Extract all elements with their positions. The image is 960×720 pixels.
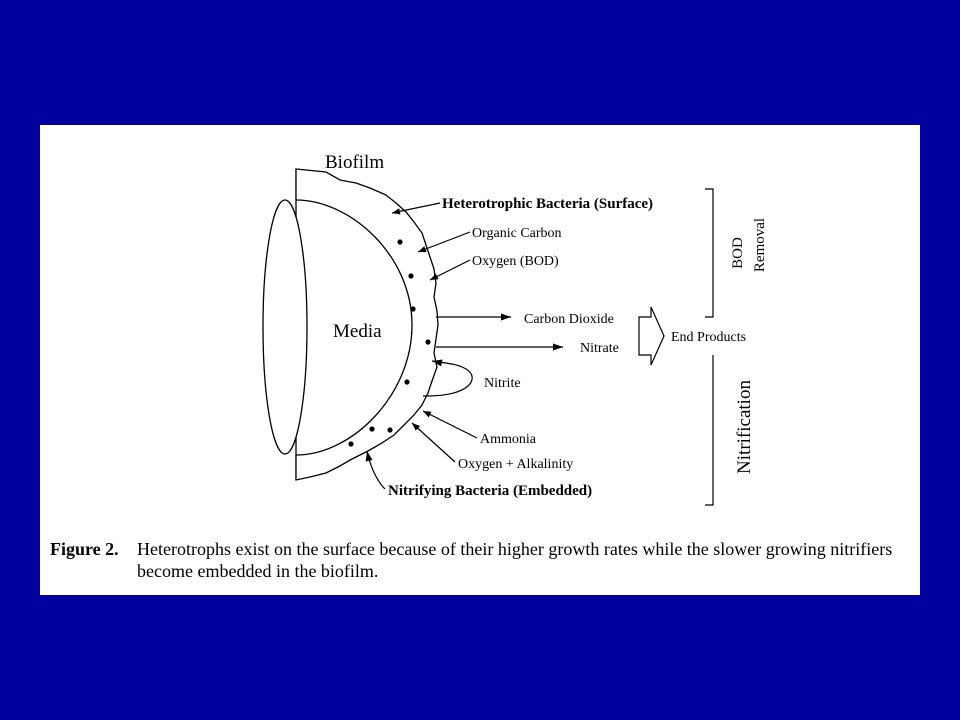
caption-label: Figure 2.: [50, 539, 119, 559]
ammonia-arrow: [422, 410, 478, 439]
nitrite-label: Nitrite: [484, 376, 521, 391]
bacteria-dots: [348, 239, 431, 447]
removal-label: Removal: [752, 218, 768, 272]
media-label: Media: [333, 321, 382, 342]
carbon-dioxide-label: Carbon Dioxide: [524, 312, 614, 327]
biofilm-layer: [295, 168, 439, 481]
nitrifying-arrow: [365, 450, 386, 490]
nitrite-loop: [422, 359, 473, 397]
nitrate-label: Nitrate: [580, 341, 619, 356]
figure-panel: Biofilm Media Heterotrophic Bacteria (Su…: [40, 125, 920, 595]
heterotrophic-label: Heterotrophic Bacteria (Surface): [442, 196, 653, 212]
caption-text: Heterotrophs exist on the surface becaus…: [137, 539, 893, 581]
bod-removal-bracket: [705, 188, 714, 318]
oxygen-alkalinity-arrow: [411, 422, 456, 463]
biofilm-diagram: Biofilm Media Heterotrophic Bacteria (Su…: [262, 152, 768, 506]
end-products-label: End Products: [671, 330, 746, 345]
end-products-arrow: [638, 306, 665, 366]
media-ellipse: [262, 199, 308, 455]
media-dome: [295, 199, 413, 456]
oxygen-bod-arrow: [429, 259, 471, 281]
biofilm-label: Biofilm: [325, 152, 384, 173]
ammonia-label: Ammonia: [480, 432, 537, 447]
organic-carbon-label: Organic Carbon: [472, 226, 562, 241]
nitrification-label: Nitrification: [734, 380, 755, 474]
oxygen-bod-label: Oxygen (BOD): [472, 254, 559, 269]
bod-label: BOD: [730, 237, 746, 269]
nitrifying-label: Nitrifying Bacteria (Embedded): [388, 483, 592, 499]
nitrification-bracket: [705, 355, 714, 506]
organic-carbon-arrow: [417, 231, 471, 253]
heterotrophic-arrow: [391, 202, 441, 215]
oxygen-alkalinity-label: Oxygen + Alkalinity: [458, 457, 573, 472]
